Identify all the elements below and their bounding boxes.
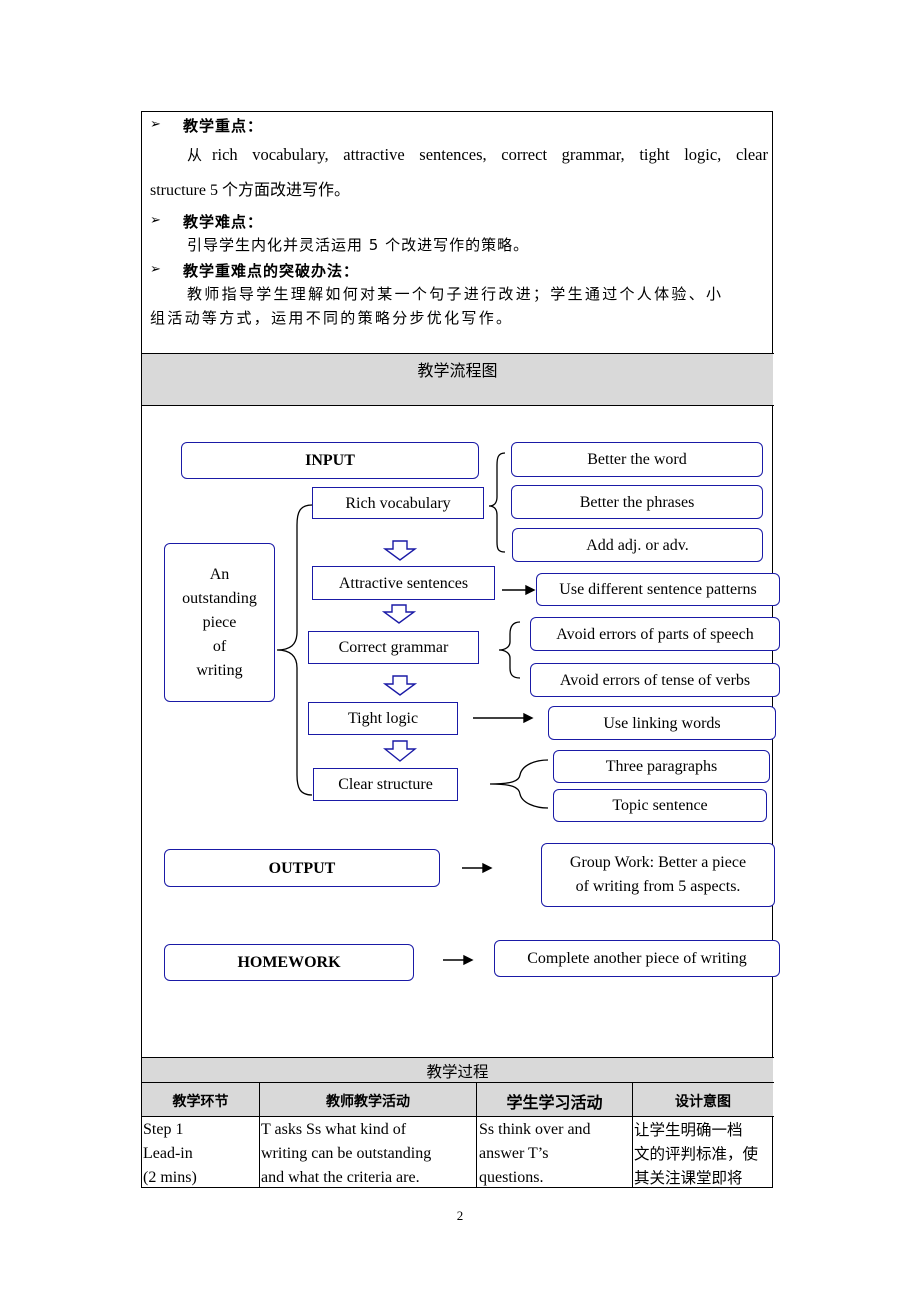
output-task-line: of writing from 5 aspects.: [575, 878, 741, 895]
flowchart-header-band: [142, 353, 773, 405]
cell-line: (2 mins): [143, 1169, 197, 1186]
key-points-prefix: 从: [187, 146, 203, 164]
output-box: OUTPUT: [164, 849, 440, 887]
strategy-linking-words: Use linking words: [548, 706, 776, 740]
page-number: 2: [456, 1208, 464, 1223]
step-rich-vocabulary: Rich vocabulary: [312, 487, 484, 519]
center-goal-line: outstanding: [182, 589, 257, 607]
down-arrow-icon: [381, 604, 417, 624]
cell-line: 让学生明确一档: [634, 1121, 743, 1139]
cell-line: questions.: [479, 1169, 544, 1186]
cell-line: 其关注课堂即将: [634, 1169, 743, 1187]
key-points-line1: rich vocabulary, attractive sentences, c…: [212, 145, 768, 164]
cell-line: answer T’s: [479, 1145, 549, 1162]
cell-line: 文的评判标准，使: [634, 1145, 759, 1163]
step-attractive-sentences: Attractive sentences: [312, 566, 495, 600]
down-arrow-icon: [382, 540, 418, 561]
right-arrow-icon: [523, 712, 534, 724]
right-arrow-icon: [525, 584, 536, 596]
strategy-add-adj-adv: Add adj. or adv.: [512, 528, 763, 562]
down-arrow-icon: [382, 675, 418, 696]
key-points-line2: structure 5 个方面改进写作。: [150, 182, 350, 199]
grammar-brace: [498, 621, 521, 679]
step-cell: Step 1 Lead-in (2 mins): [143, 1118, 197, 1190]
cell-line: writing can be outstanding: [261, 1145, 432, 1162]
bullet-arrow-icon: ➢: [150, 261, 161, 276]
strategy-tense-of-verbs: Avoid errors of tense of verbs: [530, 663, 780, 697]
table-rule: [141, 1082, 774, 1083]
vocab-brace: [488, 452, 506, 553]
right-arrow-icon: [463, 954, 474, 966]
center-goal-line: writing: [196, 661, 243, 679]
strategy-parts-of-speech: Avoid errors of parts of speech: [530, 617, 780, 651]
difficulties-title: 教学难点：: [183, 213, 264, 231]
center-goal-line: An: [209, 565, 230, 583]
cell-line: Step 1: [143, 1121, 184, 1138]
column-rule: [632, 1082, 633, 1188]
bullet-arrow-icon: ➢: [150, 116, 161, 131]
strategy-topic-sentence: Topic sentence: [553, 789, 767, 822]
bullet-arrow-icon: ➢: [150, 212, 161, 227]
strategy-better-phrases: Better the phrases: [511, 485, 763, 519]
structure-brace: [489, 759, 549, 809]
output-task-line: Group Work: Better a piece: [569, 854, 747, 871]
center-goal-line: piece: [202, 613, 237, 631]
table-rule: [141, 405, 774, 406]
teacher-activity-cell: T asks Ss what kind of writing can be ou…: [261, 1118, 431, 1190]
column-rule: [476, 1082, 477, 1188]
difficulties-text: 引导学生内化并灵活运用 5 个改进写作的策略。: [187, 236, 530, 254]
step-correct-grammar: Correct grammar: [308, 631, 479, 664]
step-clear-structure: Clear structure: [313, 768, 458, 801]
key-points-title: 教学重点：: [183, 117, 264, 135]
purpose-cell: 让学生明确一档 文的评判标准，使 其关注课堂即将: [634, 1118, 758, 1190]
homework-task-box: Complete another piece of writing: [494, 940, 780, 977]
main-brace: [276, 504, 313, 796]
column-rule: [259, 1082, 260, 1188]
column-header-teacher: 教师教学活动: [326, 1094, 410, 1110]
process-header-band: [142, 1058, 773, 1083]
column-header-step: 教学环节: [172, 1094, 229, 1110]
cell-line: Lead-in: [143, 1145, 193, 1162]
methods-line1: 教师指导学生理解如何对某一个句子进行改进；学生通过个人体验、小: [187, 285, 724, 303]
column-header-band: [142, 1083, 773, 1116]
cell-line: Ss think over and: [479, 1121, 591, 1138]
column-header-purpose: 设计意图: [675, 1094, 731, 1110]
right-arrow-icon: [482, 862, 493, 874]
step-tight-logic: Tight logic: [308, 702, 458, 735]
cell-line: and what the criteria are.: [261, 1169, 420, 1186]
flowchart-header: 教学流程图: [417, 361, 498, 380]
table-rule: [141, 1116, 774, 1117]
input-box: INPUT: [181, 442, 479, 479]
table-rule: [141, 353, 774, 354]
methods-title: 教学重难点的突破办法：: [183, 262, 360, 280]
down-arrow-icon: [383, 740, 417, 762]
table-rule: [141, 1057, 774, 1058]
strategy-sentence-patterns: Use different sentence patterns: [536, 573, 780, 606]
cell-line: T asks Ss what kind of: [261, 1121, 407, 1138]
strategy-three-paragraphs: Three paragraphs: [553, 750, 770, 783]
output-task-box: Group Work: Better a piece of writing fr…: [541, 843, 775, 907]
homework-box: HOMEWORK: [164, 944, 414, 981]
center-goal-box: An outstanding piece of writing: [164, 543, 275, 702]
column-header-students: 学生学习活动: [506, 1093, 603, 1112]
student-activity-cell: Ss think over and answer T’s questions.: [479, 1118, 591, 1190]
methods-line2: 组活动等方式，运用不同的策略分步优化写作。: [150, 309, 514, 327]
strategy-better-word: Better the word: [511, 442, 763, 477]
center-goal-line: of: [212, 637, 227, 655]
process-header: 教学过程: [426, 1063, 489, 1081]
